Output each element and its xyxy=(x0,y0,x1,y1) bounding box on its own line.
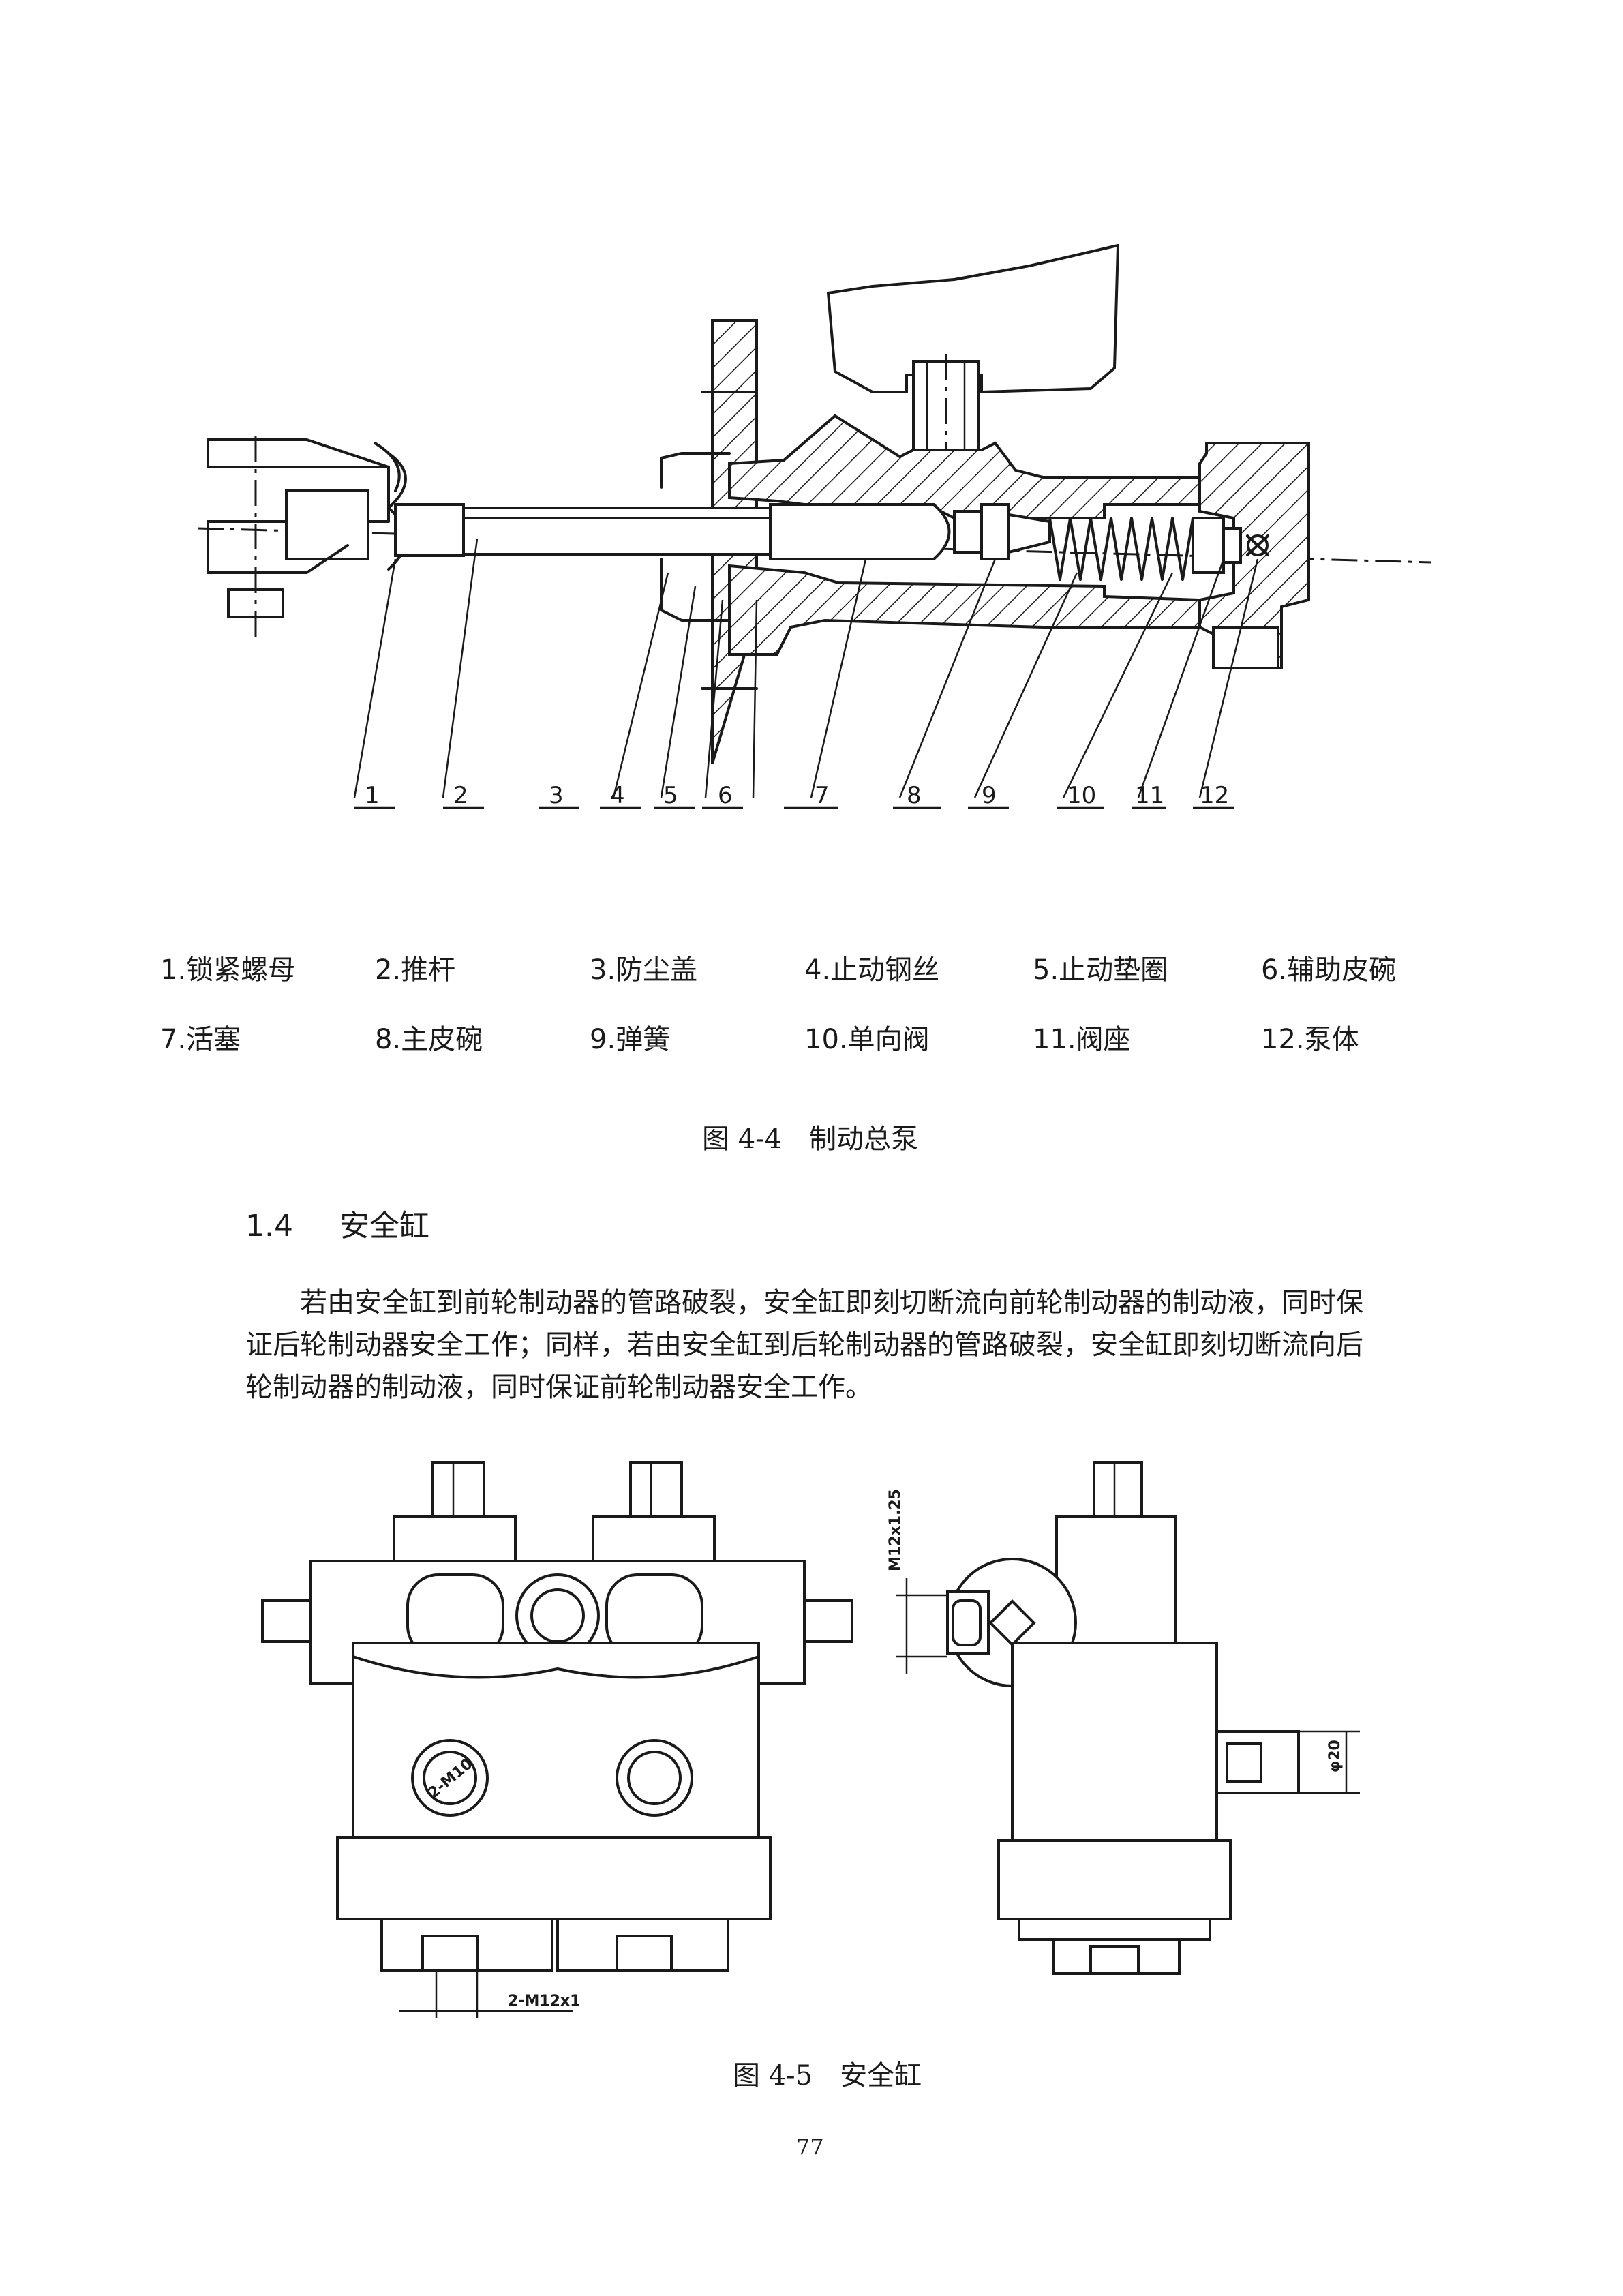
legend-item-5: 5.止动垫圈 xyxy=(1033,954,1168,986)
page-number: 77 xyxy=(796,2134,824,2160)
legend-item-10: 10.单向阀 xyxy=(804,1024,930,1055)
callout-4: 4 xyxy=(610,782,625,809)
section-heading: 1.4 安全缸 xyxy=(245,1201,429,1245)
callout-9: 9 xyxy=(982,782,997,809)
callout-11: 11 xyxy=(1135,782,1164,809)
section-title: 安全缸 xyxy=(339,1209,429,1243)
spring xyxy=(1048,517,1194,581)
dim-bottom: 2-M12x1 xyxy=(508,1993,580,2010)
legend-item-8: 8.主皮碗 xyxy=(375,1024,483,1055)
callout-8: 8 xyxy=(907,782,922,809)
callout-12: 12 xyxy=(1200,782,1229,809)
callout-7: 7 xyxy=(815,782,830,809)
legend-item-6: 6.辅助皮碗 xyxy=(1261,954,1397,986)
legend-item-4: 4.止动钢丝 xyxy=(804,954,940,986)
section-number: 1.4 xyxy=(245,1209,293,1243)
leader-lines xyxy=(353,538,1259,798)
dim-left: M12x1.25 xyxy=(887,1489,904,1571)
legend-item-12: 12.泵体 xyxy=(1261,1024,1359,1055)
legend-item-11: 11.阀座 xyxy=(1033,1024,1131,1055)
legend-item-3: 3.防尘盖 xyxy=(590,954,698,986)
figure-4-4-drawing: 1 2 3 4 5 6 7 8 9 10 11 12 xyxy=(197,244,1432,809)
legend-item-1: 1.锁紧螺母 xyxy=(160,954,296,986)
figure-4-4-caption: 图 4-4 制动总泵 xyxy=(702,1123,919,1155)
callout-5: 5 xyxy=(663,782,678,809)
legend-item-9: 9.弹簧 xyxy=(590,1024,671,1055)
callout-10: 10 xyxy=(1067,782,1096,809)
section-paragraph: 若由安全缸到前轮制动器的管路破裂，安全缸即刻切断流向前轮制动器的制动液，同时保证… xyxy=(245,1287,1363,1403)
callout-6: 6 xyxy=(718,782,733,809)
figure-4-5-caption: 图 4-5 安全缸 xyxy=(733,2060,922,2091)
callout-2: 2 xyxy=(453,782,468,809)
legend-item-7: 7.活塞 xyxy=(160,1024,241,1055)
callout-1: 1 xyxy=(365,782,380,809)
callout-3: 3 xyxy=(549,782,564,809)
legend-item-2: 2.推杆 xyxy=(375,954,456,986)
figure-4-5-drawing: 2-M10 2-M12x1 M12x1.25 φ20 xyxy=(261,1461,1360,2018)
dim-right: φ20 xyxy=(1326,1740,1344,1772)
